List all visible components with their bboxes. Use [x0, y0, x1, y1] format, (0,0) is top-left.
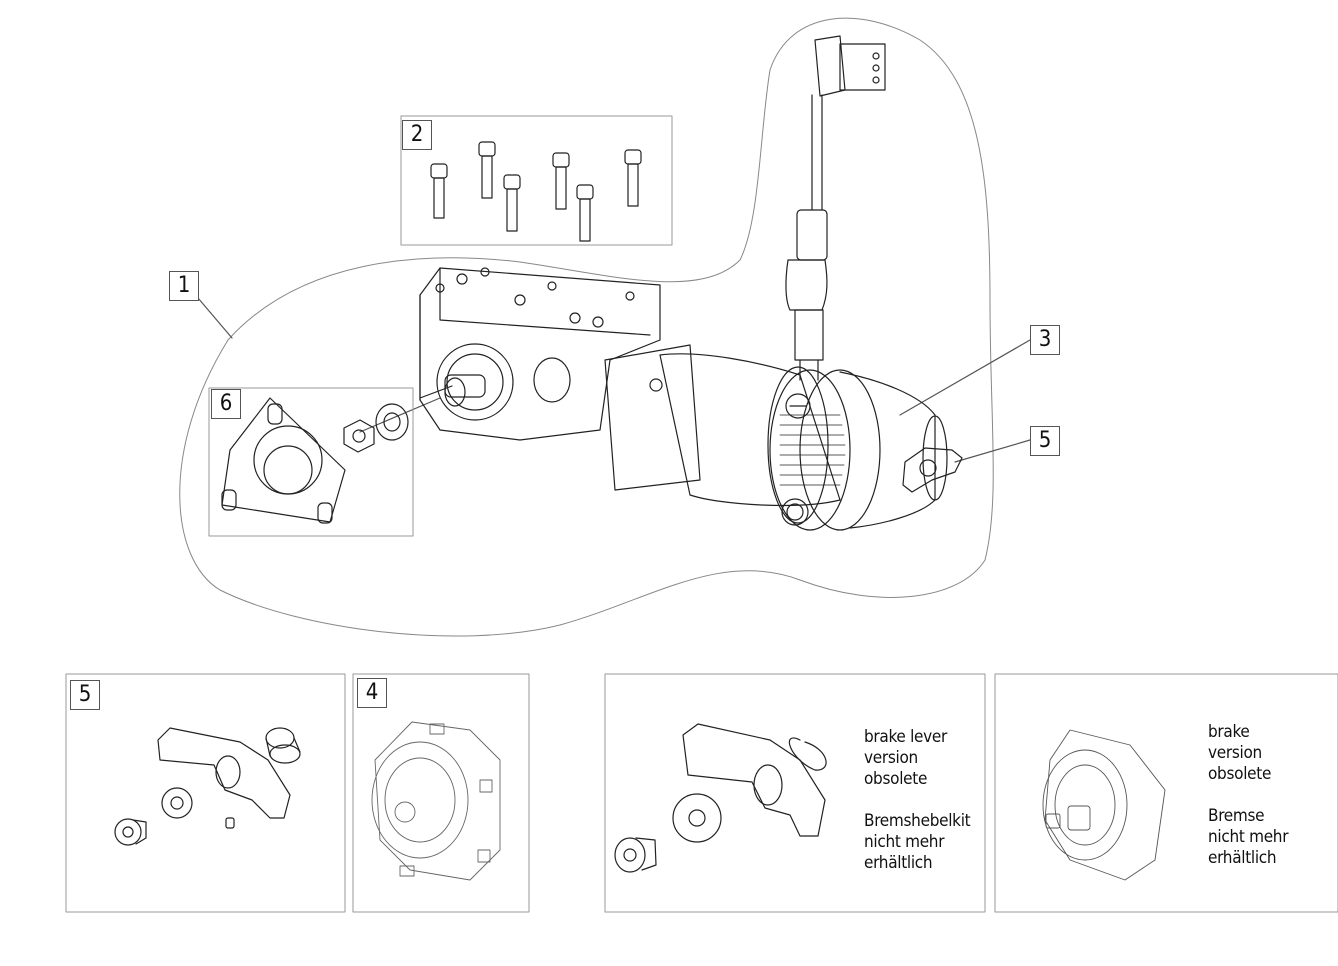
- obsolete-brake-lever: [682, 723, 826, 837]
- washer-small: [161, 787, 193, 819]
- screw: [503, 174, 521, 232]
- assembly-outline: [179, 17, 994, 637]
- screw: [576, 184, 594, 242]
- obsolete-brake-panel: [994, 673, 1338, 913]
- callout-5-main: 5: [1030, 426, 1060, 456]
- callout-6: 6: [211, 389, 241, 419]
- screw: [478, 141, 496, 199]
- note-line: erhältlich: [1208, 848, 1277, 868]
- leader-3: [899, 339, 1031, 416]
- note-line: version: [864, 748, 918, 768]
- note-gap: [864, 790, 970, 811]
- motor-can: [659, 353, 841, 524]
- gearbox: [419, 267, 661, 441]
- lever-obsolete-note: brake lever version obsolete Bremshebelk…: [864, 727, 971, 874]
- callout-1: 1: [169, 271, 199, 301]
- note-line: brake: [1208, 722, 1250, 742]
- connector: [814, 35, 886, 97]
- hub-flange: [221, 397, 346, 524]
- circlip: [788, 737, 827, 771]
- bushing: [265, 727, 301, 764]
- output-shaft: [419, 377, 466, 407]
- note-line: erhältlich: [864, 853, 933, 873]
- brake-unit: [371, 721, 501, 881]
- nut: [343, 419, 375, 453]
- end-cap: [839, 371, 948, 529]
- obsolete-washer: [672, 793, 722, 843]
- lever-kit-panel: [65, 673, 346, 913]
- screw-set: [430, 141, 642, 242]
- note-line: obsolete: [1208, 764, 1272, 784]
- brake-panel: [352, 673, 530, 913]
- note-line: brake lever: [864, 727, 947, 747]
- screws-panel: [400, 115, 673, 246]
- note-line: nicht mehr: [1208, 827, 1289, 847]
- note-line: Bremse: [1208, 806, 1265, 826]
- brake-obsolete-note: brake version obsolete Bremse nicht mehr…: [1208, 722, 1289, 869]
- ribbed-ring: [769, 369, 881, 531]
- leader-5: [954, 439, 1031, 463]
- obsolete-lever-panel: [604, 673, 986, 913]
- note-line: version: [1208, 743, 1262, 763]
- screw: [430, 163, 448, 219]
- callout-3: 3: [1030, 325, 1060, 355]
- hub-panel: [208, 387, 414, 537]
- cable: [785, 94, 828, 381]
- leader-shaft: [359, 397, 441, 433]
- motor-flange: [604, 344, 701, 491]
- note-line: obsolete: [864, 769, 928, 789]
- pin: [225, 817, 235, 829]
- washer: [375, 403, 409, 441]
- note-line: nicht mehr: [864, 832, 945, 852]
- screw-small: [114, 818, 147, 846]
- brake-lever: [157, 727, 291, 819]
- note-gap: [1208, 785, 1288, 806]
- callout-4-panel: 4: [357, 678, 387, 708]
- callout-5-panel: 5: [70, 680, 100, 710]
- screw: [624, 149, 642, 207]
- brake-lever-small: [902, 447, 963, 493]
- screw: [552, 152, 570, 210]
- callout-2: 2: [402, 120, 432, 150]
- obsolete-screw: [614, 837, 657, 873]
- leader-1: [197, 297, 233, 339]
- note-line: Bremshebelkit: [864, 811, 971, 831]
- obsolete-brake-unit: [1042, 729, 1166, 881]
